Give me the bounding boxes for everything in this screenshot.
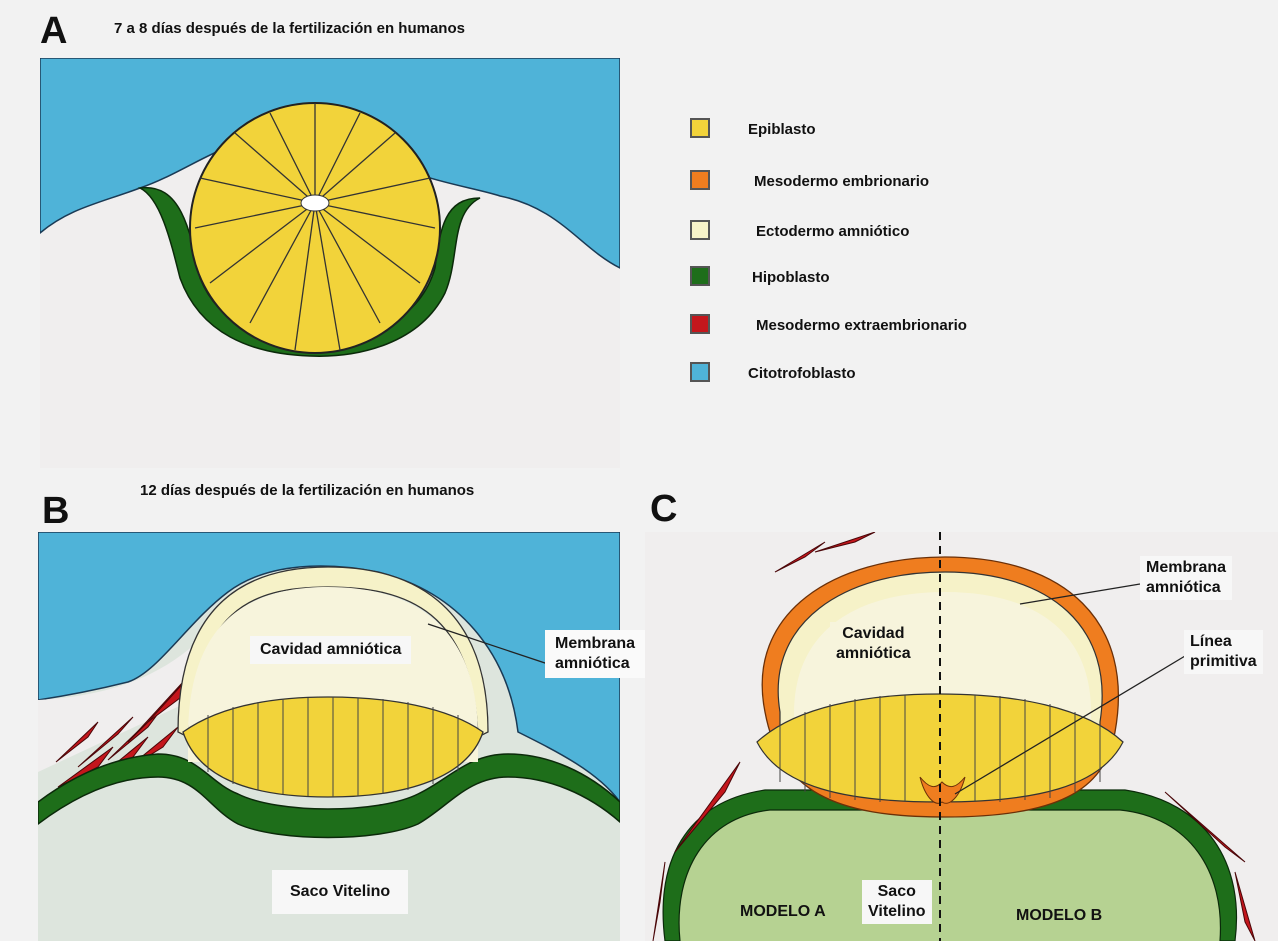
legend-swatch-extraembryonic-mesoderm	[690, 314, 710, 334]
panel-b-letter: B	[42, 490, 69, 533]
legend-label: Hipoblasto	[752, 269, 830, 286]
amniotic-cavity-label-b: Cavidad amniótica	[250, 636, 411, 664]
amniotic-membrane-label-c: Membrana amniótica	[1140, 556, 1232, 600]
label-line: amniótica	[1146, 578, 1226, 598]
panel-b-title: 12 días después de la fertilización en h…	[140, 482, 474, 499]
yolk-sac-label-c: Saco Vitelino	[862, 880, 932, 924]
yolk-sac-label-b: Saco Vitelino	[272, 870, 408, 914]
legend: Epiblasto Mesodermo embrionario Ectoderm…	[690, 118, 1110, 398]
panel-c-letter: C	[650, 488, 677, 531]
legend-swatch-amniotic-ectoderm	[690, 220, 710, 240]
model-a-label: MODELO A	[740, 902, 826, 922]
panel-a-title: 7 a 8 días después de la fertilización e…	[114, 20, 465, 37]
legend-swatch-cytotrophoblast	[690, 362, 710, 382]
legend-label: Ectodermo amniótico	[756, 223, 909, 240]
legend-swatch-epiblast	[690, 118, 710, 138]
legend-swatch-embryonic-mesoderm	[690, 170, 710, 190]
amniotic-membrane-label-b: Membrana amniótica	[545, 630, 645, 678]
legend-swatch-hypoblast	[690, 266, 710, 286]
legend-label: Epiblasto	[748, 121, 816, 138]
label-line: Línea	[1190, 632, 1257, 652]
legend-label: Citotrofoblasto	[748, 365, 855, 382]
panel-a-diagram	[40, 58, 620, 468]
model-b-label: MODELO B	[1016, 906, 1102, 926]
label-line: amniótica	[555, 654, 635, 674]
legend-label: Mesodermo extraembrionario	[756, 317, 967, 334]
label-line: Membrana	[1146, 558, 1226, 578]
panel-a-letter: A	[40, 10, 67, 53]
label-line: Saco	[868, 882, 926, 902]
amniotic-cavity-label-c: Cavidad amniótica	[830, 622, 917, 666]
primitive-streak-label: Línea primitiva	[1184, 630, 1263, 674]
label-line: primitiva	[1190, 652, 1257, 672]
label-line: Cavidad	[836, 624, 911, 644]
label-line: Membrana	[555, 634, 635, 654]
legend-label: Mesodermo embrionario	[754, 173, 929, 190]
label-line: amniótica	[836, 644, 911, 664]
label-line: Vitelino	[868, 902, 926, 922]
